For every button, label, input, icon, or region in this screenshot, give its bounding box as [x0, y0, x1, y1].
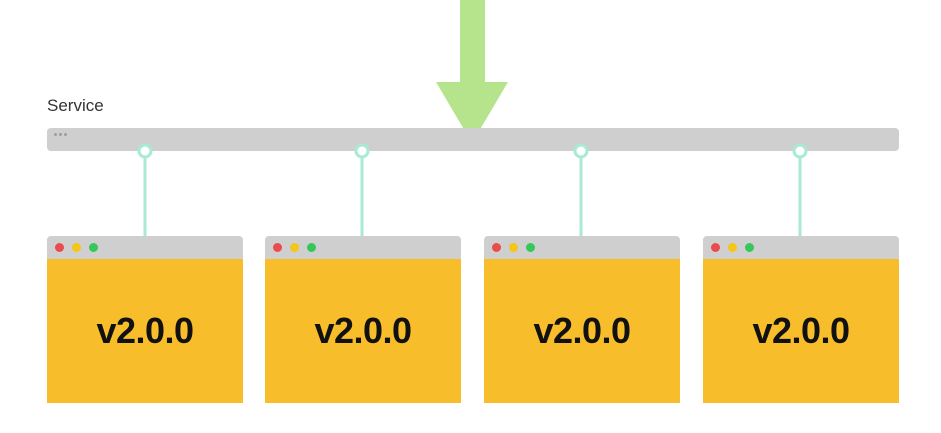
- pod-version: v2.0.0: [96, 310, 194, 351]
- service-label: Service: [47, 96, 104, 115]
- pod-version: v2.0.0: [533, 310, 631, 351]
- pod-body: v2.0.0: [703, 259, 899, 403]
- close-dot-icon: [492, 243, 501, 252]
- pod-body: v2.0.0: [484, 259, 680, 403]
- close-dot-icon: [55, 243, 64, 252]
- connector-1: [137, 143, 153, 236]
- minimize-dot-icon: [728, 243, 737, 252]
- pod-body: v2.0.0: [47, 259, 243, 403]
- pod-2: v2.0.0: [265, 236, 461, 403]
- pod-4: v2.0.0: [703, 236, 899, 403]
- minimize-dot-icon: [509, 243, 518, 252]
- connector-2: [354, 143, 370, 236]
- pod-1: v2.0.0: [47, 236, 243, 403]
- pod-titlebar: [47, 236, 243, 259]
- maximize-dot-icon: [745, 243, 754, 252]
- service-bar-dots: [54, 133, 67, 136]
- minimize-dot-icon: [72, 243, 81, 252]
- minimize-dot-icon: [290, 243, 299, 252]
- pod-titlebar: [484, 236, 680, 259]
- pod-version: v2.0.0: [314, 310, 412, 351]
- pod-titlebar: [265, 236, 461, 259]
- connector-3: [573, 143, 589, 236]
- pod-version: v2.0.0: [752, 310, 850, 351]
- service-bar: [47, 128, 899, 151]
- close-dot-icon: [711, 243, 720, 252]
- connector-4: [792, 143, 808, 236]
- close-dot-icon: [273, 243, 282, 252]
- maximize-dot-icon: [89, 243, 98, 252]
- maximize-dot-icon: [307, 243, 316, 252]
- pod-3: v2.0.0: [484, 236, 680, 403]
- pod-body: v2.0.0: [265, 259, 461, 403]
- maximize-dot-icon: [526, 243, 535, 252]
- pod-titlebar: [703, 236, 899, 259]
